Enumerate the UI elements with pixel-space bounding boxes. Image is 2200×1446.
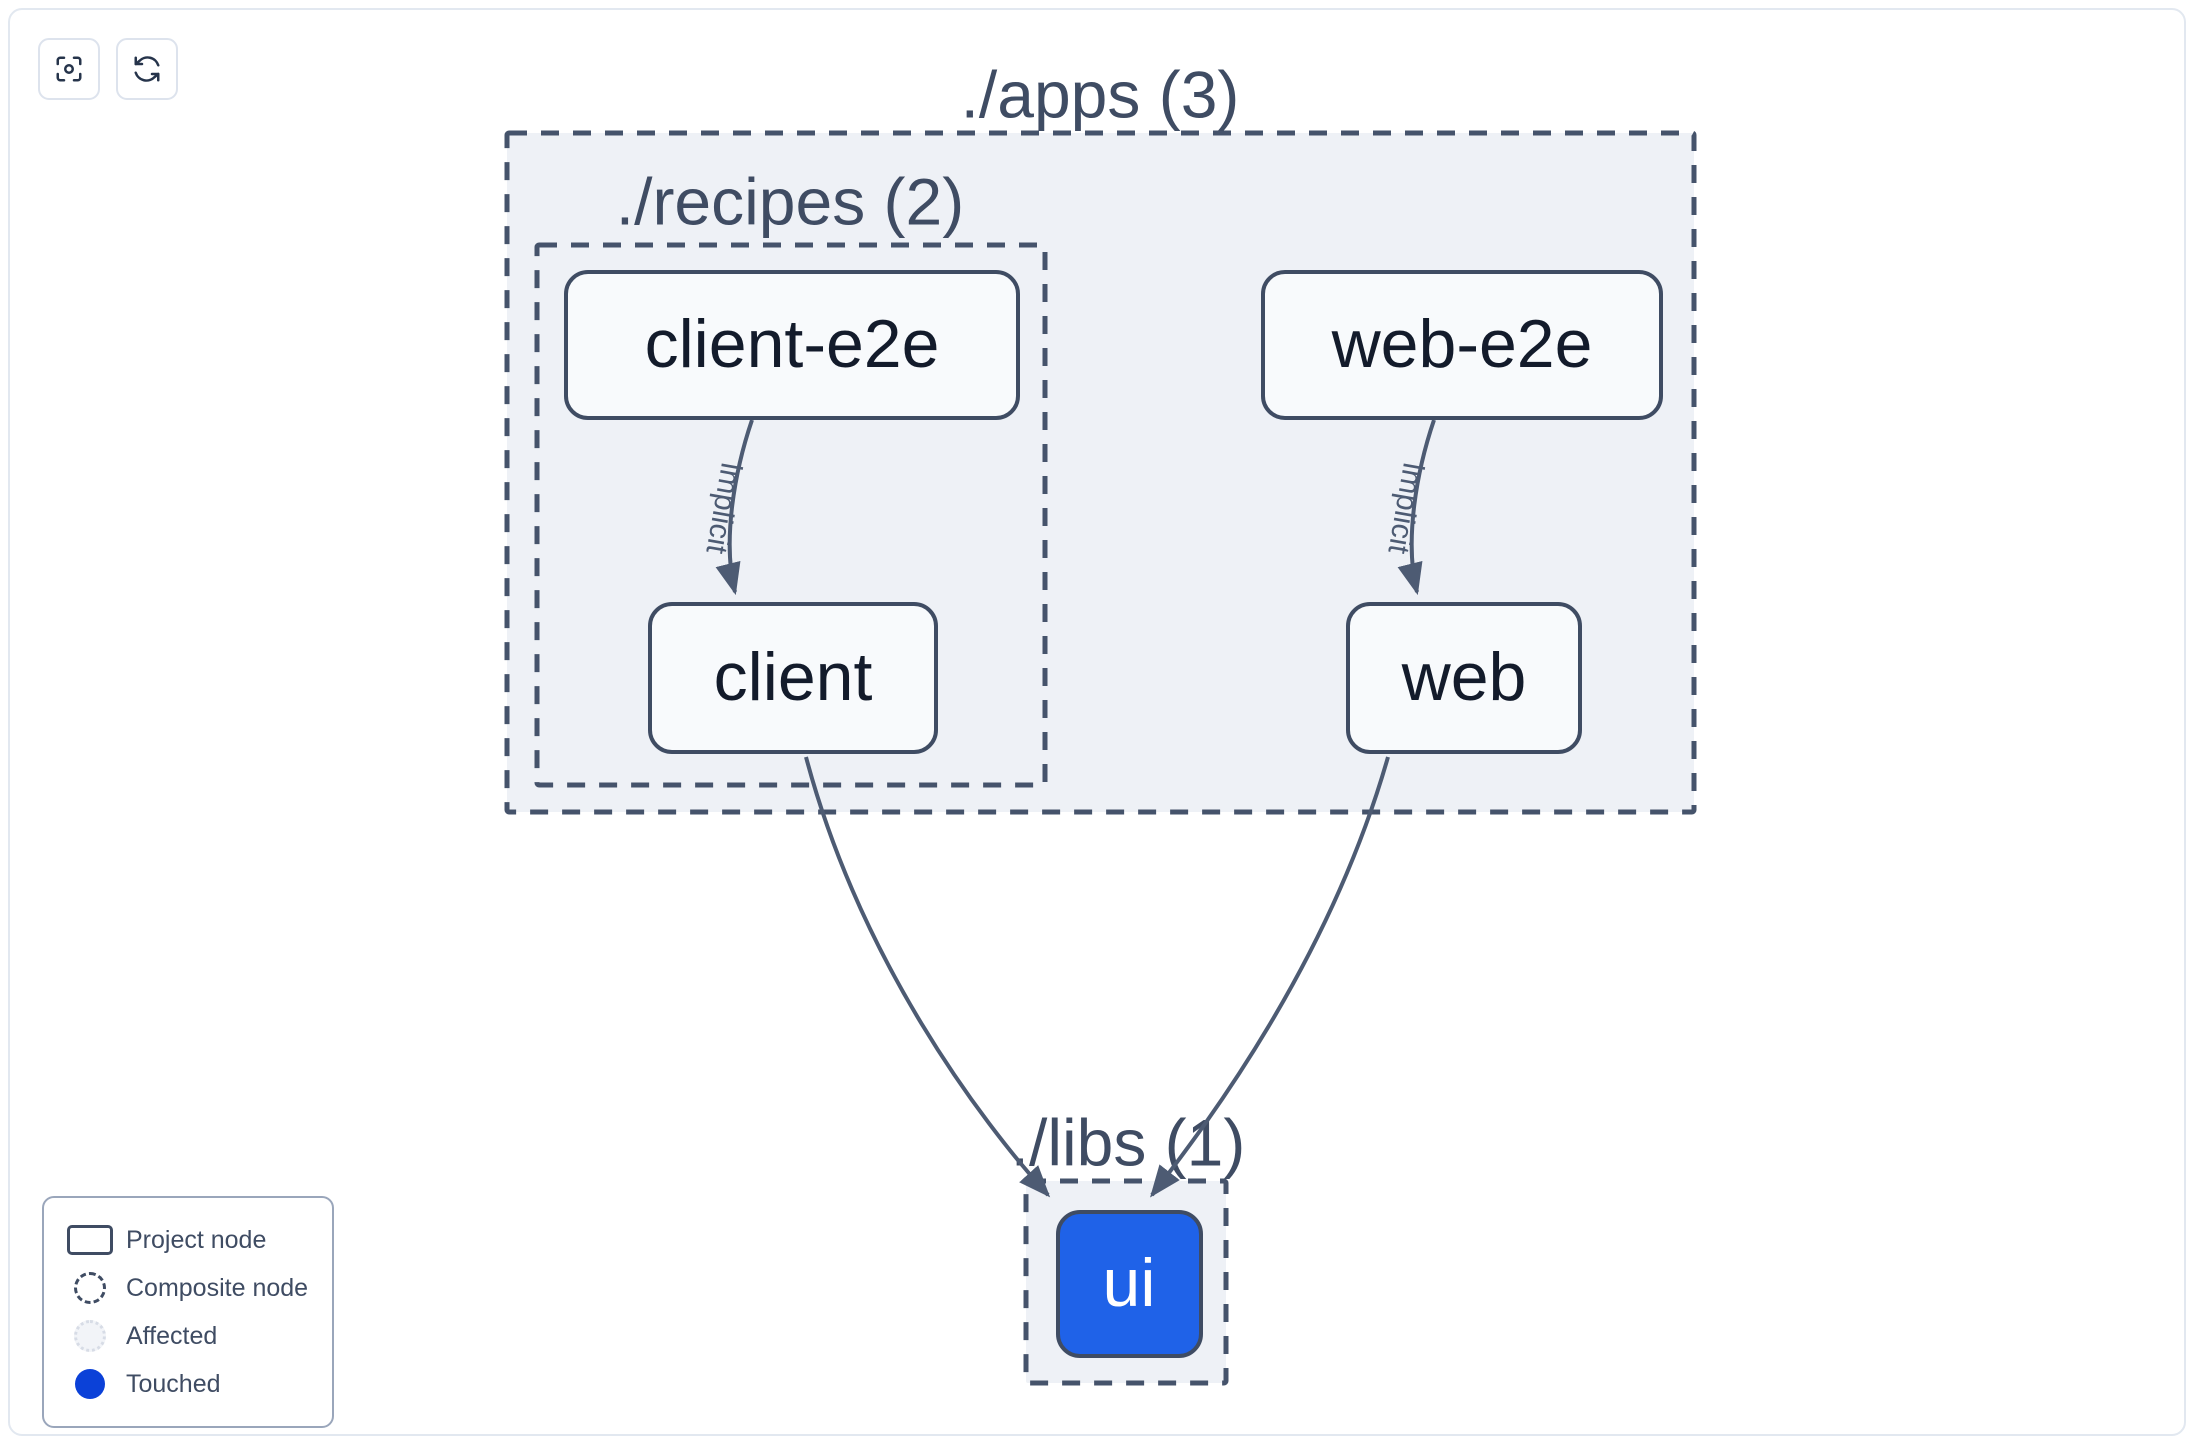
node-ui-label: ui [1103, 1245, 1156, 1321]
legend-label-touched: Touched [126, 1369, 221, 1398]
edge-path [715, 419, 754, 596]
composite-node-swatch-icon [64, 1272, 116, 1304]
focus-icon [54, 54, 84, 84]
node-ui-rect [1056, 1210, 1203, 1358]
legend-label-affected: Affected [126, 1321, 218, 1350]
legend-item-touched: Touched [64, 1360, 312, 1408]
node-client-e2e-label: client-e2e [645, 306, 940, 382]
legend-label-composite-node: Composite node [126, 1273, 309, 1302]
node-web-e2e-rect [1261, 270, 1663, 420]
edge-path [1397, 419, 1436, 596]
edge-client-to-ui[interactable] [804, 756, 1051, 1198]
project-node-swatch-icon [64, 1225, 116, 1255]
node-client-rect [648, 602, 938, 754]
refresh-graph-button[interactable] [116, 38, 178, 100]
node-web[interactable]: web [1346, 602, 1582, 754]
node-client-label: client [714, 639, 873, 715]
node-web-e2e-label: web-e2e [1331, 306, 1593, 382]
graph-legend: Project node Composite node Affected Tou… [42, 1196, 334, 1428]
node-web-label: web [1401, 639, 1527, 715]
node-client-e2e[interactable]: client-e2e [564, 270, 1020, 420]
touched-swatch-icon [64, 1369, 116, 1399]
group-recipes-label: ./recipes (2) [616, 164, 964, 238]
node-client-e2e-rect [564, 270, 1020, 420]
legend-item-project-node: Project node [64, 1216, 312, 1264]
affected-swatch-icon [64, 1320, 116, 1352]
graph-toolbar [38, 38, 178, 100]
edge-web-to-ui[interactable] [1150, 756, 1390, 1198]
edge-path [1150, 756, 1390, 1198]
refresh-icon [132, 54, 162, 84]
legend-label-project-node: Project node [126, 1225, 267, 1254]
group-apps-label: ./apps (3) [961, 57, 1240, 131]
graph-nodes: client-e2e client web-e2e web ui [564, 270, 1663, 1358]
node-client[interactable]: client [648, 602, 938, 754]
node-web-e2e[interactable]: web-e2e [1261, 270, 1663, 420]
legend-item-affected: Affected [64, 1312, 312, 1360]
node-ui[interactable]: ui [1056, 1210, 1203, 1358]
legend-item-composite-node: Composite node [64, 1264, 312, 1312]
node-web-rect [1346, 602, 1582, 754]
focus-graph-button[interactable] [38, 38, 100, 100]
edge-path [804, 756, 1051, 1198]
